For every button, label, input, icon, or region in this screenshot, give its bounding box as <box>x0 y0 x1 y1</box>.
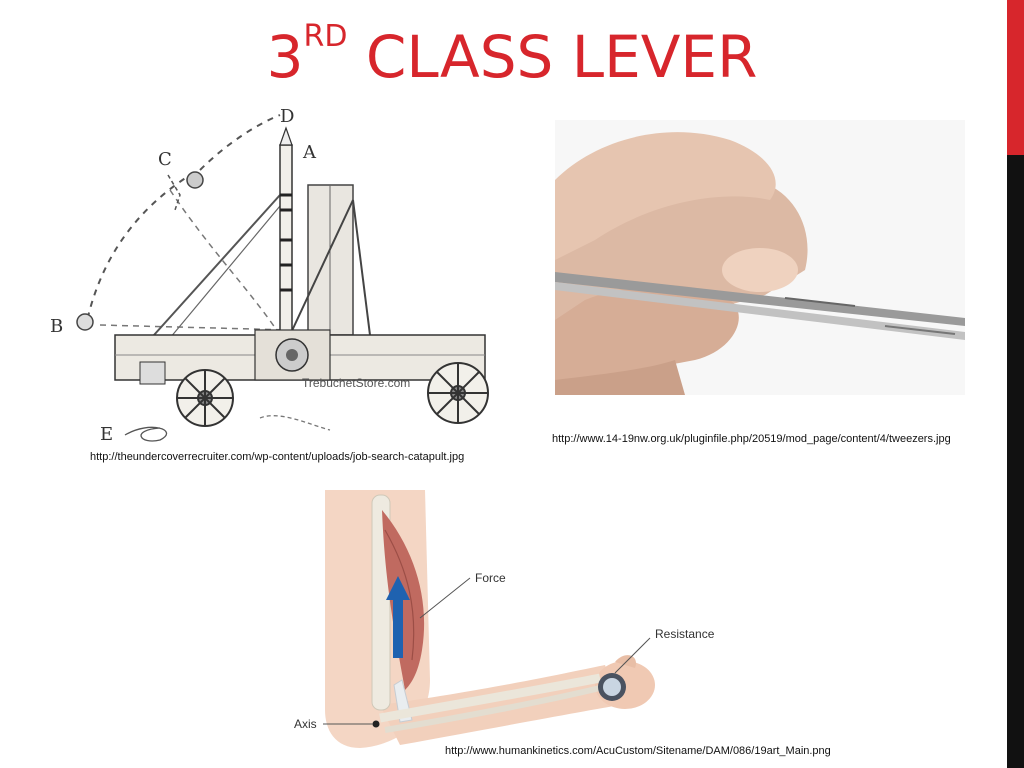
tweezers-caption: http://www.14-19nw.org.uk/pluginfile.php… <box>552 433 951 445</box>
axis-label: Axis <box>294 717 317 731</box>
arm-caption: http://www.humankinetics.com/AcuCustom/S… <box>445 745 831 757</box>
tweezers-photo <box>555 120 965 395</box>
accent-bar-dark <box>1007 155 1024 768</box>
catapult-caption: http://theundercoverrecruiter.com/wp-con… <box>90 451 465 463</box>
catapult-label-d: D <box>280 106 294 127</box>
force-label: Force <box>475 571 506 585</box>
catapult-label-b: B <box>50 316 63 337</box>
title-superscript: RD <box>303 19 348 54</box>
title-text: CLASS LEVER <box>347 23 758 91</box>
resistance-label: Resistance <box>655 627 715 641</box>
slide-title: 3RD CLASS LEVER <box>0 22 1024 87</box>
catapult-watermark: TrebuchetStore.com <box>302 376 410 390</box>
accent-bar-red <box>1007 0 1024 155</box>
arm-anatomy-illustration: Force Resistance Axis <box>294 490 715 748</box>
catapult-illustration: D A C B E TrebuchetStore.com <box>50 106 489 445</box>
catapult-label-c: C <box>158 149 172 170</box>
title-number: 3 <box>266 23 304 91</box>
catapult-label-a: A <box>302 142 317 163</box>
catapult-label-e: E <box>100 424 113 445</box>
